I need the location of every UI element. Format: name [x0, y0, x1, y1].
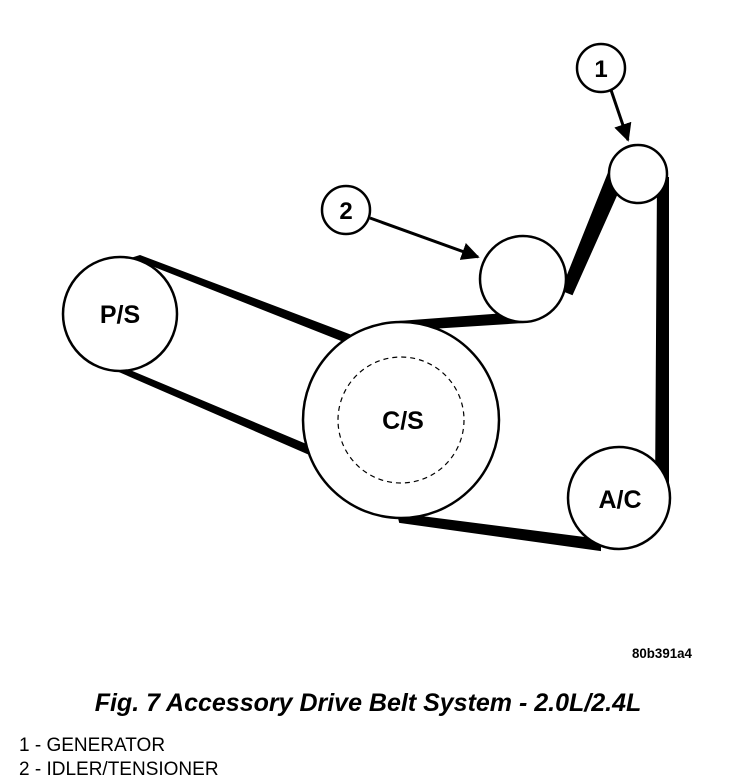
- generator-pulley-circle: [607, 143, 669, 205]
- crankshaft-inner-pulley: [337, 356, 465, 484]
- legend: 1 - GENERATOR 2 - IDLER/TENSIONER: [19, 734, 219, 782]
- power-steering-pulley-circle: [61, 255, 179, 373]
- pulley-crankshaft: C/S: [301, 320, 501, 520]
- ac-pulley-circle: [566, 445, 672, 551]
- belt-segment-generator-ac: [654, 177, 669, 499]
- pulley-idler: [478, 234, 568, 324]
- power-steering-label: P/S: [100, 301, 140, 329]
- figure-caption: Fig. 7 Accessory Drive Belt System - 2.0…: [94, 689, 642, 717]
- pulley-power-steering: P/S: [61, 255, 179, 373]
- callout-2-number: 2: [339, 198, 352, 225]
- callout-2-arrow: [369, 216, 480, 260]
- pulley-air-conditioning: A/C: [566, 445, 672, 551]
- ac-label: A/C: [598, 486, 641, 514]
- callout-generator: 1: [575, 42, 632, 142]
- legend-item-idler: 2 - IDLER/TENSIONER: [19, 759, 219, 780]
- pulley-generator: [607, 143, 669, 205]
- callout-idler: 2: [320, 184, 480, 260]
- callout-2-circle: [320, 184, 372, 236]
- crankshaft-label: C/S: [382, 407, 424, 435]
- belt-segment-ac-cs: [396, 512, 601, 552]
- callout-1-arrow: [609, 89, 632, 142]
- callout-1-circle: [575, 42, 627, 94]
- idler-pulley-circle: [478, 234, 568, 324]
- figure-code: 80b391a4: [632, 645, 692, 661]
- legend-item-generator: 1 - GENERATOR: [19, 735, 166, 756]
- crankshaft-pulley-circle: [301, 320, 501, 520]
- callout-1-number: 1: [594, 56, 607, 83]
